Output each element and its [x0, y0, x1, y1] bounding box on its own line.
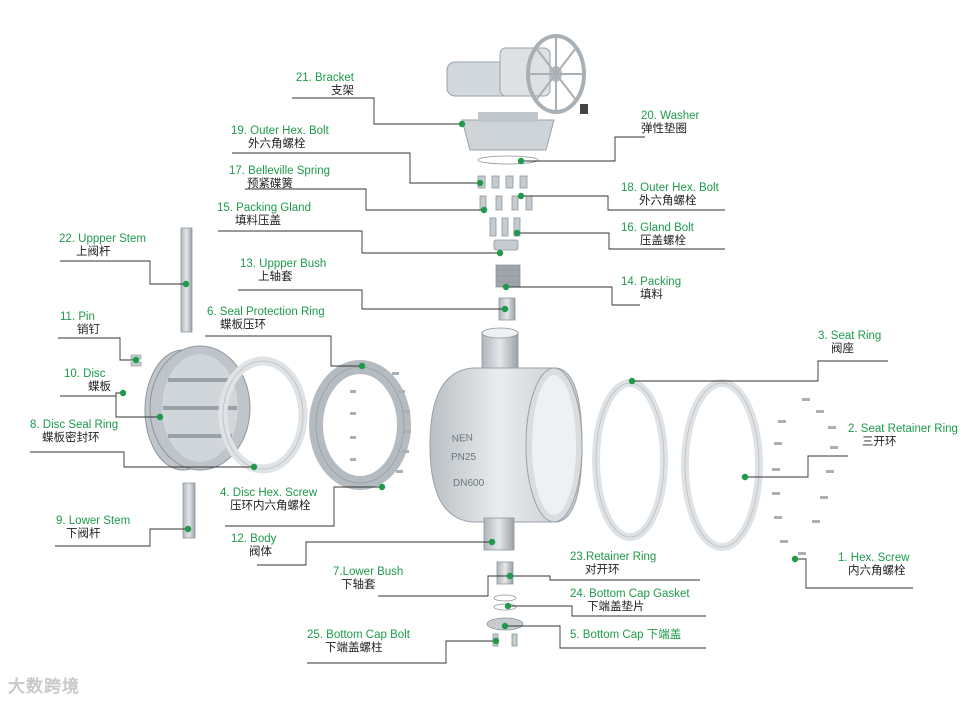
label-disc: 10. Disc 蝶板	[64, 368, 111, 394]
label-seat-retainer-ring: 2. Seat Retainer Ring 三开环	[848, 423, 958, 449]
label-disc-hex-screw: 4. Disc Hex. Screw 压环内六角螺栓	[220, 487, 317, 513]
label-zh: 下端盖垫片	[587, 601, 645, 613]
label-en: 1. Hex. Screw	[838, 552, 910, 564]
retainer-plate-part	[309, 360, 411, 490]
label-outer-hex-bolt-19: 19. Outer Hex. Bolt 外六角螺栓	[231, 125, 329, 151]
label-zh: 上阀杆	[76, 246, 111, 258]
label-en: 14. Packing	[621, 276, 682, 288]
label-washer: 20. Washer 弹性垫圈	[641, 110, 699, 136]
label-zh: 弹性垫圈	[641, 123, 687, 135]
label-bottom-cap-gasket: 24. Bottom Cap Gasket 下端盖垫片	[570, 588, 690, 614]
label-zh: 内六角螺栓	[848, 565, 906, 577]
label-zh: 三开环	[862, 436, 897, 448]
label-en: 23.Retainer Ring	[570, 551, 657, 563]
label-seal-protection-ring: 6. Seal Protection Ring 蝶板压环	[207, 306, 325, 332]
label-en: 24. Bottom Cap Gasket	[570, 588, 690, 600]
label-bottom-cap-bolt: 25. Bottom Cap Bolt 下端盖螺柱	[307, 629, 410, 655]
label-belleville-spring: 17. Belleville Spring 预紧碟簧	[229, 165, 330, 191]
gearbox-actuator	[446, 34, 588, 114]
label-zh: 填料压盖	[235, 215, 281, 227]
disc-seal-ring-part	[149, 345, 251, 471]
label-lower-stem: 9. Lower Stem 下阀杆	[56, 515, 130, 541]
label-retainer-ring: 23.Retainer Ring 对开环	[570, 551, 656, 577]
label-en: 11. Pin	[60, 311, 95, 323]
label-packing-gland: 15. Packing Gland 填料压盖	[217, 202, 311, 228]
label-en: 4. Disc Hex. Screw	[220, 487, 318, 499]
label-packing: 14. Packing 填料	[621, 276, 681, 302]
label-hex-screw: 1. Hex. Screw 内六角螺栓	[838, 552, 910, 578]
label-en: 15. Packing Gland	[217, 202, 311, 214]
valve-body-part: NEN PN25 DN600	[429, 327, 583, 551]
upper-stem-part	[180, 227, 193, 333]
watermark: 大数跨境	[8, 677, 80, 696]
body-brand-mark: NEN	[451, 433, 473, 445]
label-en: 25. Bottom Cap Bolt	[307, 629, 410, 641]
seat-retainer-ring-part	[681, 379, 763, 551]
label-en: 2. Seat Retainer Ring	[848, 423, 958, 435]
label-en: 9. Lower Stem	[56, 515, 131, 527]
label-zh: 外六角螺栓	[248, 138, 306, 150]
label-zh: 填料	[640, 289, 663, 301]
label-zh: 蝶板密封环	[42, 432, 100, 444]
label-bottom-cap: 5. Bottom Cap 下端盖	[570, 629, 681, 642]
callout-dots	[119, 120, 799, 645]
label-zh: 销钉	[77, 324, 100, 336]
label-en: 8. Disc Seal Ring	[30, 419, 119, 431]
label-zh: 压环内六角螺栓	[230, 500, 311, 512]
body-pressure-mark: PN25	[451, 452, 476, 463]
label-disc-seal-ring: 8. Disc Seal Ring 蝶板密封环	[30, 419, 118, 445]
label-pin: 11. Pin 销钉	[60, 311, 100, 337]
label-zh: 阀体	[249, 546, 272, 558]
disc-hex-screws	[350, 372, 411, 473]
label-body: 12. Body 阀体	[231, 533, 276, 559]
label-zh: 蝶板压环	[220, 319, 266, 331]
label-zh: 预紧碟簧	[247, 178, 293, 190]
label-en: 5. Bottom Cap 下端盖	[570, 629, 682, 641]
label-en: 20. Washer	[641, 110, 700, 122]
label-zh: 对开环	[585, 564, 620, 576]
label-zh: 阀座	[831, 343, 854, 355]
label-en: 18. Outer Hex. Bolt	[621, 182, 719, 194]
label-en: 12. Body	[231, 533, 277, 545]
label-bracket: 21. Bracket 支架	[262, 72, 354, 98]
label-outer-hex-bolt-18: 18. Outer Hex. Bolt 外六角螺栓	[621, 182, 719, 208]
label-en: 3. Seat Ring	[818, 330, 882, 342]
bracket-part	[461, 112, 555, 151]
label-en: 19. Outer Hex. Bolt	[231, 125, 329, 137]
label-en: 21. Bracket	[295, 72, 354, 84]
label-gland-bolt: 16. Gland Bolt 压盖螺栓	[621, 222, 694, 248]
label-en: 13. Uppper Bush	[240, 258, 327, 270]
label-zh: 压盖螺栓	[640, 235, 686, 247]
bolt-stack	[477, 155, 539, 321]
label-zh: 下轴套	[341, 579, 376, 591]
label-en: 17. Belleville Spring	[229, 165, 331, 177]
bottom-parts	[486, 561, 524, 647]
body-size-mark: DN600	[453, 478, 485, 489]
label-en: 16. Gland Bolt	[621, 222, 694, 234]
label-zh: 上轴套	[258, 271, 293, 283]
label-zh: 下阀杆	[66, 528, 101, 540]
label-en: 10. Disc	[64, 368, 106, 380]
label-seat-ring: 3. Seat Ring 阀座	[818, 330, 881, 356]
label-en: 7.Lower Bush	[333, 566, 404, 578]
seat-ring-part	[592, 379, 668, 541]
label-lower-bush: 7.Lower Bush 下轴套	[333, 566, 403, 592]
leader-lines	[30, 97, 913, 664]
label-en: 6. Seal Protection Ring	[207, 306, 325, 318]
label-en: 22. Uppper Stem	[59, 233, 146, 245]
hex-screws	[772, 398, 838, 555]
label-zh: 下端盖螺柱	[325, 642, 383, 654]
label-zh: 蝶板	[88, 381, 111, 393]
label-upper-stem: 22. Uppper Stem 上阀杆	[59, 233, 146, 259]
label-upper-bush: 13. Uppper Bush 上轴套	[240, 258, 326, 284]
lower-stem-part	[182, 482, 196, 539]
label-zh: 支架	[331, 85, 354, 97]
label-zh: 外六角螺栓	[639, 195, 697, 207]
